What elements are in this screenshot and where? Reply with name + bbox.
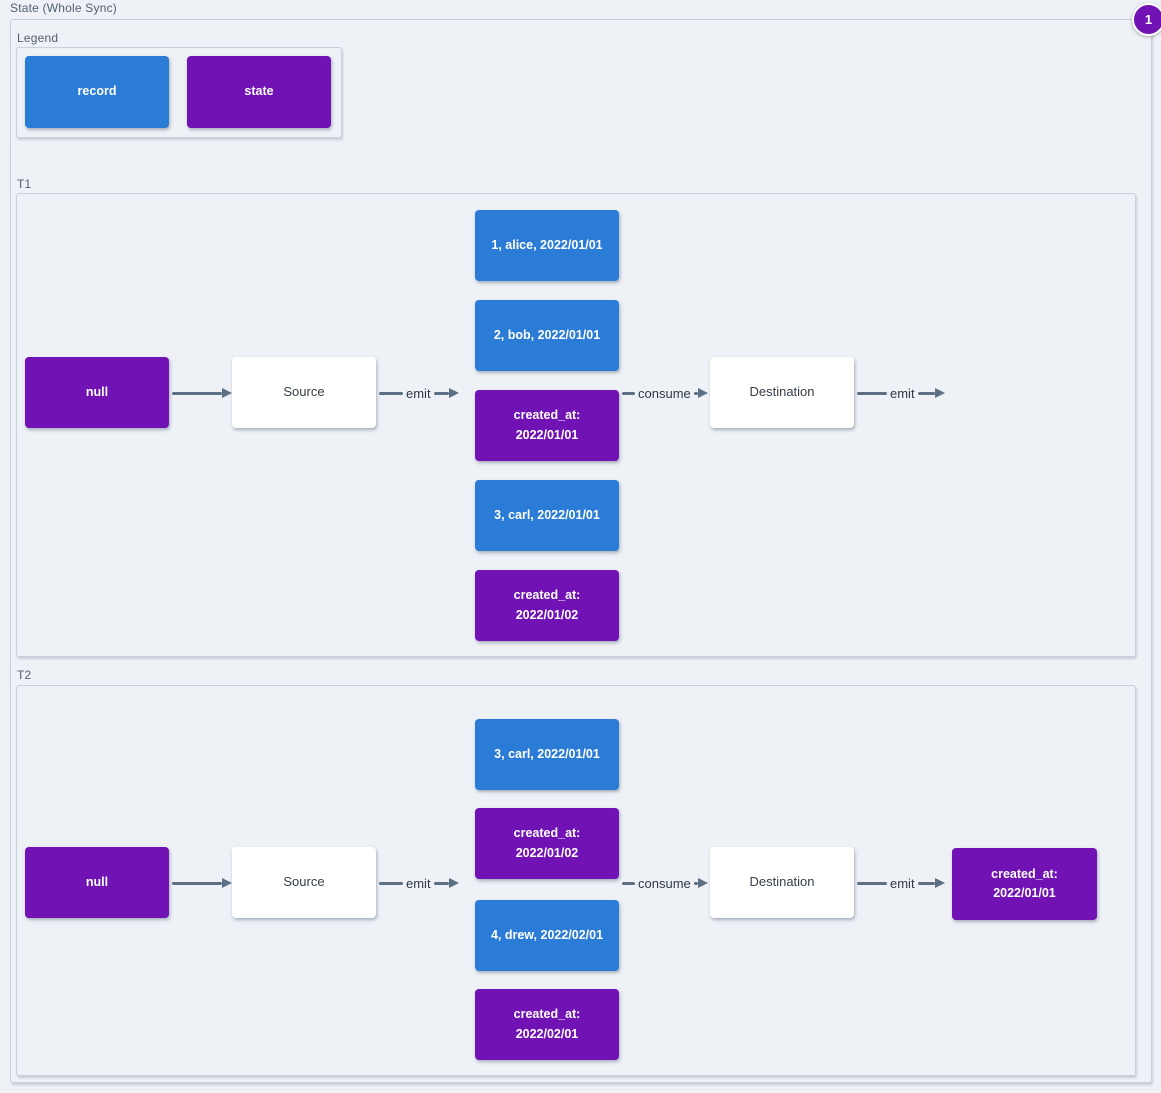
- arrowhead-icon: [222, 878, 232, 888]
- section-t2-container: [16, 685, 1136, 1076]
- t2-destination-node: Destination: [710, 847, 854, 918]
- legend-title: Legend: [17, 31, 59, 45]
- emit-label: emit: [406, 385, 431, 401]
- diagram-title: State (Whole Sync): [10, 1, 117, 15]
- arrow-line: [433, 881, 449, 885]
- legend-container: [16, 47, 342, 138]
- annotation-badge-number: 1: [1144, 12, 1153, 27]
- t2-state-2: created_at: 2022/02/01: [475, 989, 619, 1060]
- arrow-line: [622, 391, 635, 395]
- t2-null-state-node: null: [25, 847, 169, 918]
- section-t2-label: T2: [17, 668, 32, 682]
- t1-emit-out-arrow: emit: [857, 385, 945, 401]
- t1-null-state-node: null: [25, 357, 169, 428]
- t1-null-to-source-arrow: [172, 386, 232, 400]
- arrowhead-icon: [697, 878, 708, 888]
- arrow-line: [917, 391, 935, 395]
- t1-emit-arrow: emit: [379, 385, 459, 401]
- section-t1-container: [16, 193, 1136, 657]
- arrow-line: [857, 391, 887, 395]
- t1-consume-arrow: consume: [622, 385, 708, 401]
- arrowhead-icon: [222, 388, 232, 398]
- arrow-line: [172, 391, 222, 395]
- arrow-line: [693, 881, 698, 885]
- t1-state-1: created_at: 2022/01/01: [475, 390, 619, 461]
- t2-null-to-source-arrow: [172, 876, 232, 890]
- emit-label: emit: [890, 875, 915, 891]
- arrowhead-icon: [448, 388, 459, 398]
- t1-record-3: 3, carl, 2022/01/01: [475, 480, 619, 551]
- arrow-line: [379, 881, 403, 885]
- t1-state-2: created_at: 2022/01/02: [475, 570, 619, 641]
- t1-destination-node: Destination: [710, 357, 854, 428]
- t2-state-1: created_at: 2022/01/02: [475, 808, 619, 879]
- t1-record-1: 1, alice, 2022/01/01: [475, 210, 619, 281]
- t2-emit-out-arrow: emit: [857, 875, 945, 891]
- emit-label: emit: [406, 875, 431, 891]
- t2-emit-arrow: emit: [379, 875, 459, 891]
- t1-source-node: Source: [232, 357, 376, 428]
- t2-record-1: 3, carl, 2022/01/01: [475, 719, 619, 790]
- t1-record-2: 2, bob, 2022/01/01: [475, 300, 619, 371]
- t2-record-2: 4, drew, 2022/02/01: [475, 900, 619, 971]
- whole-sync-container: [10, 19, 1152, 1083]
- arrowhead-icon: [448, 878, 459, 888]
- arrowhead-icon: [697, 388, 708, 398]
- arrow-line: [433, 391, 449, 395]
- arrow-line: [693, 391, 698, 395]
- arrow-line: [622, 881, 635, 885]
- legend-state-swatch: state: [187, 56, 331, 128]
- arrowhead-icon: [934, 388, 945, 398]
- arrowhead-icon: [934, 878, 945, 888]
- emit-label: emit: [890, 385, 915, 401]
- t2-source-node: Source: [232, 847, 376, 918]
- arrow-line: [379, 391, 403, 395]
- consume-label: consume: [638, 385, 691, 401]
- section-t1-label: T1: [17, 177, 32, 191]
- consume-label: consume: [638, 875, 691, 891]
- annotation-badge: 1: [1132, 3, 1161, 36]
- arrow-line: [857, 881, 887, 885]
- t2-consume-arrow: consume: [622, 875, 708, 891]
- arrow-line: [917, 881, 935, 885]
- legend-record-swatch: record: [25, 56, 169, 128]
- t2-output-state-node: created_at: 2022/01/01: [952, 848, 1097, 920]
- arrow-line: [172, 881, 222, 885]
